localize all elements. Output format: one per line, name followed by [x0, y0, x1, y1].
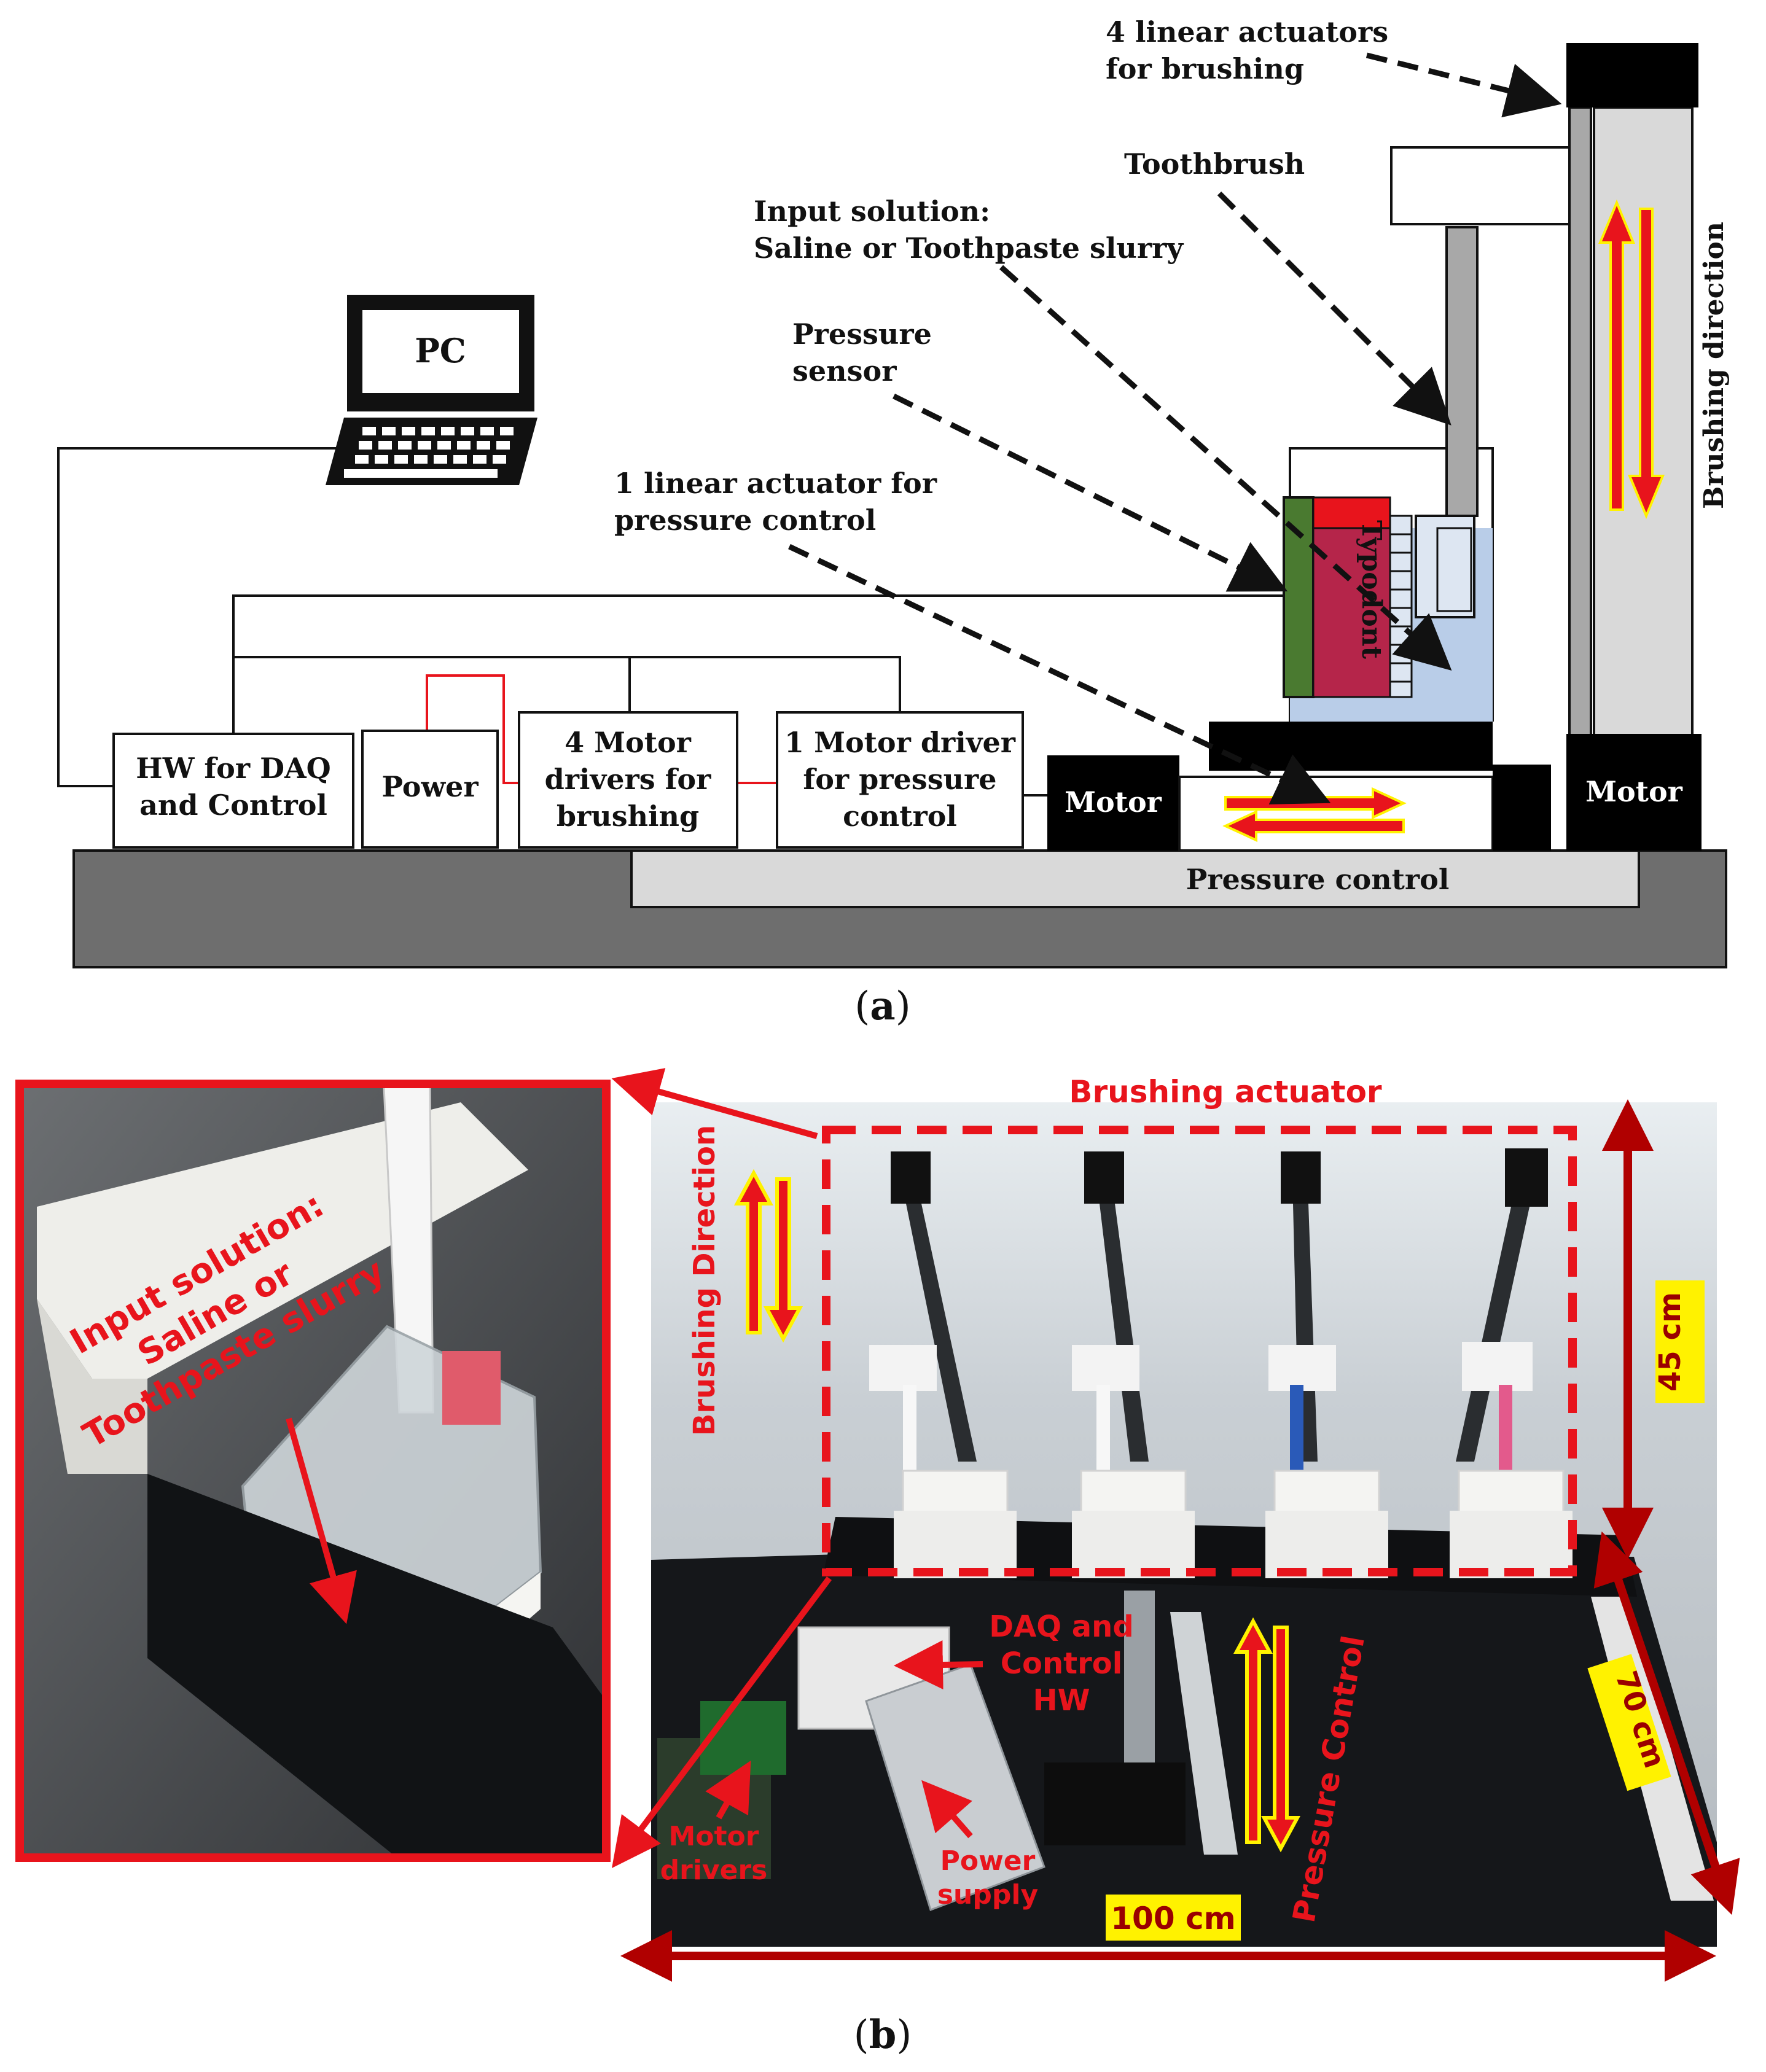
- zoom-inset-frame: [15, 1080, 611, 1862]
- label-pressure-actuator-2: pressure control: [614, 504, 876, 537]
- label-motor-drivers-4b: drivers for: [545, 763, 711, 796]
- label-power: Power: [381, 770, 479, 803]
- label-motor-driver-1c: control: [843, 800, 957, 833]
- typodont-teeth: [1389, 515, 1413, 698]
- dim-70-badge: [1587, 1654, 1671, 1791]
- motor-drivers-4-box: [518, 711, 738, 849]
- pressure-slide-guide: [1493, 765, 1551, 851]
- label-hw-daq: HW for DAQ: [136, 752, 331, 785]
- label-motor-drivers-4c: brushing: [557, 800, 699, 833]
- daq-pointer: [894, 1640, 983, 1689]
- typodont-cap: [1312, 496, 1391, 529]
- dim-45-badge: [1655, 1280, 1705, 1403]
- main-photo: [651, 1102, 1717, 1947]
- motor-driver-1-box: [776, 711, 1024, 849]
- label-pressure-sensor-2: sensor: [792, 354, 897, 388]
- toothbrush-holder: [1390, 146, 1577, 225]
- label-input-solution-1: Input solution:: [754, 195, 990, 228]
- label-daq-2: Control: [1001, 1646, 1122, 1681]
- toothbrush-head: [1415, 515, 1475, 618]
- actuator-station-2: [1072, 1151, 1195, 1578]
- inset-typodont: [442, 1351, 501, 1425]
- toothbrush-bristles: [1436, 527, 1472, 612]
- actuator-thin-rail: [1568, 106, 1592, 741]
- back-bar: [823, 1517, 1637, 1597]
- label-motor-driver-1a: 1 Motor driver: [784, 726, 1016, 759]
- brushing-actuator-highlight: [822, 1126, 1577, 1576]
- actuator-station-1: [869, 1151, 1017, 1578]
- panel-b-photo: Brushing actuator Brushing Direction Pre…: [15, 1068, 1740, 2058]
- label-brushing-direction: Brushing direction: [1698, 222, 1730, 509]
- power-supply-pointer: [921, 1780, 973, 1839]
- dim-70-arrow: [1593, 1531, 1740, 1915]
- zoom-leader-bottom: [612, 1576, 832, 1868]
- power-box: [361, 730, 499, 849]
- inset-platform: [147, 1474, 602, 1855]
- label-power-supply-2: supply: [937, 1879, 1038, 1910]
- zoom-leader-top: [611, 1068, 818, 1139]
- label-daq-1: DAQ and: [989, 1610, 1133, 1644]
- photo-brushing-arrows: [733, 1169, 803, 1343]
- hw-daq-control-box: [112, 733, 354, 849]
- power-wiring: [426, 674, 777, 784]
- panel-a-schematic: Pressure control PC: [57, 15, 1730, 1029]
- label-toothbrush: Toothbrush: [1124, 147, 1305, 181]
- pressure-control-rail: [630, 849, 1640, 908]
- label-brushing-actuator: Brushing actuator: [1069, 1074, 1382, 1110]
- label-hw-control: and Control: [139, 789, 327, 822]
- wiring: [57, 447, 1293, 796]
- label-motor-driver-1b: for pressure: [803, 763, 996, 796]
- carriage-platform: [1209, 722, 1493, 771]
- label-pc: PC: [415, 331, 466, 370]
- actuator-station-4: [1450, 1148, 1573, 1578]
- label-motor-left: Motor: [1065, 785, 1162, 819]
- label-motor-right: Motor: [1585, 775, 1683, 808]
- toothbrush-shaft: [1445, 226, 1479, 517]
- label-motor-drivers-2: drivers: [660, 1855, 768, 1886]
- label-dim-100: 100 cm: [1111, 1901, 1236, 1936]
- pc-laptop: PC: [326, 295, 537, 485]
- label-pressure-actuator-1: 1 linear actuator for: [614, 467, 937, 500]
- annotation-arrows: [788, 52, 1562, 804]
- label-linear-actuators-2: for brushing: [1106, 52, 1304, 85]
- label-photo-brushing-direction: Brushing Direction: [687, 1125, 722, 1436]
- pressure-slide-frame: [1178, 776, 1494, 852]
- motor-left: [1047, 755, 1179, 851]
- label-linear-actuators-1: 4 linear actuators: [1106, 15, 1388, 49]
- photo-pressure-arrows: [1233, 1617, 1301, 1853]
- caption-b: (b): [854, 2012, 912, 2058]
- motor-right: [1566, 734, 1702, 851]
- pressure-motor-photo: [1044, 1762, 1186, 1845]
- dim-100-badge: [1106, 1895, 1241, 1941]
- motor-drivers-pointer: [705, 1760, 751, 1820]
- inset-bridge-side: [37, 1299, 147, 1474]
- label-power-supply-1: Power: [940, 1845, 1036, 1877]
- actuator-station-3: [1265, 1151, 1388, 1578]
- label-motor-drivers-1: Motor: [669, 1821, 759, 1852]
- ruler-rail: [1170, 1612, 1238, 1855]
- label-dim-45: 45 cm: [1653, 1292, 1687, 1392]
- label-pressure-sensor-1: Pressure: [792, 317, 932, 351]
- label-motor-drivers-4a: 4 Motor: [565, 726, 692, 759]
- brushing-direction-arrows: [1598, 199, 1665, 520]
- label-daq-3: HW: [1033, 1683, 1090, 1718]
- caption-a: (a): [854, 983, 910, 1029]
- inset-pointer: [286, 1417, 357, 1624]
- label-pressure-control: Pressure control: [1186, 863, 1450, 896]
- actuator-top-cap: [1566, 43, 1698, 107]
- label-input-solution-2: Saline or Toothpaste slurry: [754, 232, 1184, 265]
